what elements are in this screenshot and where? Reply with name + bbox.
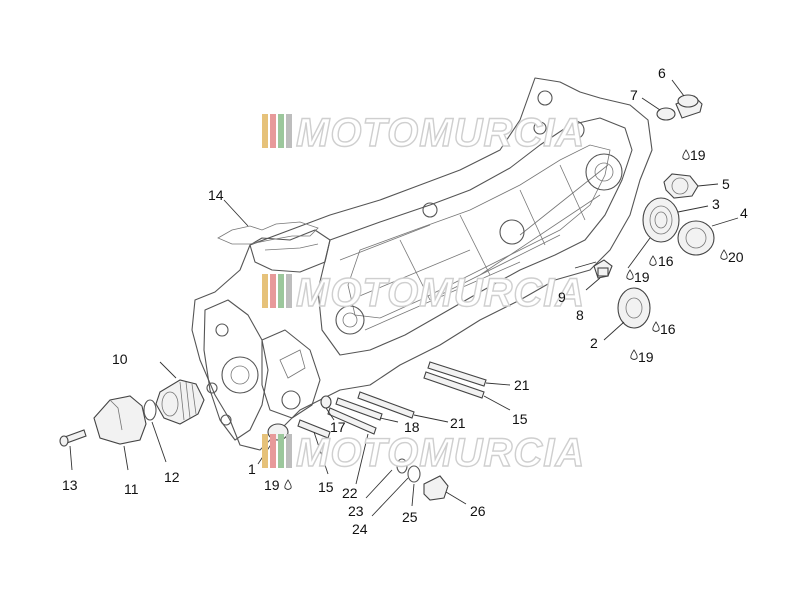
watermark-text-top: MOTOMURCIA	[296, 111, 585, 155]
callout-10: 10	[112, 351, 128, 367]
callout-24: 24	[352, 521, 368, 537]
watermark-bottom: MOTOMURCIA	[262, 430, 585, 476]
leader-lines	[69, 79, 739, 517]
callout-11: 11	[124, 481, 139, 497]
callout-labels: 6 7 19 5 3 4 16 20 19 9 8 16 2 19 14 10 …	[62, 65, 748, 537]
drain-plug-part-26	[423, 475, 449, 501]
callout-13: 13	[62, 477, 78, 493]
watermark-middle: MOTOMURCIA	[262, 270, 585, 316]
watermark-top: MOTOMURCIA	[262, 110, 585, 156]
filter-cover-part-11	[93, 395, 147, 445]
callout-19-b: 19	[634, 269, 650, 285]
watermark-text-bottom: MOTOMURCIA	[296, 431, 585, 475]
stud-part-15-right	[423, 371, 485, 399]
drop-icon	[626, 269, 634, 280]
callout-15-a: 15	[512, 411, 528, 427]
callout-1: 1	[248, 461, 256, 477]
plug-part-6	[675, 94, 703, 119]
drop-icon	[649, 255, 657, 266]
oil-filter-part-10	[155, 379, 205, 425]
callout-19-a: 19	[690, 147, 706, 163]
bolt-part-18	[335, 397, 383, 421]
spring-part-23	[396, 458, 408, 474]
callout-18: 18	[404, 419, 420, 435]
callout-6: 6	[658, 65, 666, 81]
callout-25: 25	[402, 509, 418, 525]
callout-5: 5	[722, 176, 730, 192]
callout-2: 2	[590, 335, 598, 351]
callout-17: 17	[330, 419, 346, 435]
gasket-part-14	[217, 221, 319, 245]
washer-part-7	[656, 107, 676, 121]
drop-icon	[720, 249, 728, 260]
washer-part-25	[407, 465, 421, 483]
callout-21-a: 21	[514, 377, 530, 393]
callout-20: 20	[728, 249, 744, 265]
callout-19-c: 19	[638, 349, 654, 365]
callout-9: 9	[558, 289, 566, 305]
stud-part-21-upper	[427, 361, 487, 387]
callout-3: 3	[712, 196, 720, 212]
sensor-part-8	[593, 259, 613, 279]
callout-23: 23	[348, 503, 364, 519]
callout-12: 12	[164, 469, 180, 485]
o-ring-part-12	[143, 399, 157, 421]
callout-16-a: 16	[658, 253, 674, 269]
drop-icon	[284, 479, 292, 490]
bolt-part-21-lower	[357, 391, 415, 419]
oil-seal-part-4	[677, 220, 715, 256]
callout-22: 22	[342, 485, 358, 501]
drop-icon	[652, 321, 660, 332]
callout-4: 4	[740, 205, 748, 221]
drop-icon	[682, 149, 690, 160]
callout-16-b: 16	[660, 321, 676, 337]
callout-7: 7	[630, 87, 638, 103]
bushing-part-5	[663, 173, 699, 199]
bearing-part-2	[617, 287, 651, 329]
callout-26: 26	[470, 503, 486, 519]
washer-part-17	[320, 395, 332, 409]
watermark-text-middle: MOTOMURCIA	[296, 271, 585, 315]
callout-8: 8	[576, 307, 584, 323]
bearing-part-3	[642, 197, 680, 243]
lubricant-drop-icons	[284, 149, 728, 490]
callout-15-b: 15	[318, 479, 334, 495]
stud-part-15-left	[297, 419, 331, 439]
screw-part-13	[59, 429, 87, 447]
drop-icon	[630, 349, 638, 360]
callout-19-d: 19	[264, 477, 280, 493]
callout-21-b: 21	[450, 415, 466, 431]
callout-14: 14	[208, 187, 224, 203]
